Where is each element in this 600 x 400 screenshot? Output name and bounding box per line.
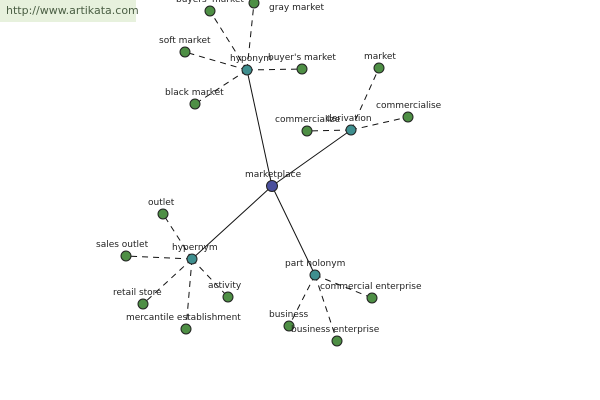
node-circle-mercantile-establishment[interactable]: [180, 323, 192, 335]
node-buyers-market[interactable]: buyers' market: [176, 0, 244, 17]
edge-hyponym-to-black-market: [194, 69, 248, 105]
edge-hypernym-to-outlet: [162, 213, 193, 260]
node-circle-retail-store[interactable]: [137, 298, 149, 310]
edge-marketplace-to-hyponym: [246, 69, 273, 187]
node-circle-market[interactable]: [373, 62, 385, 74]
edge-hyponym-to-gray-market: [246, 2, 255, 71]
node-label-mercantile-establishment: mercantile establishment: [126, 313, 241, 323]
edge-hyponym-to-buyer-s-market: [246, 68, 303, 71]
node-circle-commercialize[interactable]: [301, 125, 313, 137]
edge-derivation-to-commercialize: [306, 129, 352, 132]
watermark-link[interactable]: http://www.artikata.com: [0, 0, 139, 22]
node-soft-market[interactable]: soft market: [159, 36, 211, 58]
edge-layer: [125, 2, 409, 342]
edge-hypernym-to-mercantile-establishment: [185, 258, 193, 330]
node-circle-outlet[interactable]: [157, 208, 169, 220]
node-label-business: business: [269, 310, 309, 320]
node-label-part-holonym: part holonym: [285, 259, 345, 269]
node-label-hypernym: hypernym: [172, 243, 218, 253]
node-circle-hypernym[interactable]: [186, 253, 198, 265]
node-label-commercialise: commercialise: [376, 101, 442, 111]
node-circle-buyers-market[interactable]: [204, 5, 216, 17]
node-label-activity: activity: [208, 281, 242, 291]
node-circle-buyer-s-market[interactable]: [296, 63, 308, 75]
node-part-holonym[interactable]: part holonym: [285, 259, 345, 281]
node-circle-hyponym[interactable]: [241, 64, 253, 76]
node-label-buyers-market: buyers' market: [176, 0, 244, 5]
node-activity[interactable]: activity: [208, 281, 242, 303]
node-circle-soft-market[interactable]: [179, 46, 191, 58]
node-circle-marketplace[interactable]: [266, 180, 278, 192]
node-market[interactable]: market: [364, 52, 396, 74]
edge-part-holonym-to-business-enterprise: [314, 274, 338, 342]
node-sales-outlet[interactable]: sales outlet: [96, 240, 149, 262]
node-commercialise[interactable]: commercialise: [376, 101, 442, 123]
edge-marketplace-to-hypernym: [191, 185, 273, 260]
node-hypernym[interactable]: hypernym: [172, 243, 218, 265]
edge-derivation-to-commercialise: [350, 116, 409, 131]
node-gray-market[interactable]: gray market: [248, 0, 325, 13]
node-retail-store[interactable]: retail store: [113, 288, 162, 310]
node-circle-black-market[interactable]: [189, 98, 201, 110]
node-black-market[interactable]: black market: [165, 88, 224, 110]
node-label-soft-market: soft market: [159, 36, 211, 46]
edge-marketplace-to-part-holonym: [271, 185, 316, 276]
node-circle-part-holonym[interactable]: [309, 269, 321, 281]
node-label-business-enterprise: business enterprise: [291, 325, 380, 335]
node-circle-business[interactable]: [283, 320, 295, 332]
node-label-outlet: outlet: [148, 198, 175, 208]
node-circle-sales-outlet[interactable]: [120, 250, 132, 262]
node-circle-commercial-enterprise[interactable]: [366, 292, 378, 304]
node-label-market: market: [364, 52, 396, 62]
node-circle-gray-market[interactable]: [248, 0, 260, 9]
node-mercantile-establishment[interactable]: mercantile establishment: [126, 313, 241, 335]
node-derivation[interactable]: derivation: [326, 114, 372, 136]
edge-marketplace-to-derivation: [271, 129, 352, 187]
edge-hypernym-to-sales-outlet: [125, 255, 193, 260]
node-hyponym[interactable]: hyponym: [230, 54, 272, 76]
node-business[interactable]: business: [269, 310, 309, 332]
node-commercial-enterprise[interactable]: commercial enterprise: [320, 282, 422, 304]
node-label-hyponym: hyponym: [230, 54, 272, 64]
node-marketplace[interactable]: marketplace: [245, 170, 302, 192]
node-label-sales-outlet: sales outlet: [96, 240, 149, 250]
node-layer: marketplace hyponym derivation hypernym part…: [96, 0, 442, 347]
edge-derivation-to-market: [350, 67, 380, 131]
edge-hyponym-to-buyers-market: [209, 10, 248, 71]
node-outlet[interactable]: outlet: [148, 198, 175, 220]
edge-hypernym-to-retail-store: [142, 258, 193, 305]
node-circle-commercialise[interactable]: [402, 111, 414, 123]
node-label-buyer-s-market: buyer's market: [268, 53, 336, 63]
node-label-commercial-enterprise: commercial enterprise: [320, 282, 422, 292]
node-label-black-market: black market: [165, 88, 224, 98]
node-commercialize[interactable]: commercialize: [275, 115, 341, 137]
node-business-enterprise[interactable]: business enterprise: [291, 325, 380, 347]
node-label-commercialize: commercialize: [275, 115, 341, 125]
edge-part-holonym-to-business: [288, 274, 316, 327]
node-circle-business-enterprise[interactable]: [331, 335, 343, 347]
node-label-gray-market: gray market: [269, 3, 325, 13]
edge-hypernym-to-activity: [191, 258, 229, 298]
node-label-derivation: derivation: [326, 114, 372, 124]
node-buyer-s-market[interactable]: buyer's market: [268, 53, 336, 75]
node-label-marketplace: marketplace: [245, 170, 302, 180]
node-circle-activity[interactable]: [222, 291, 234, 303]
node-circle-derivation[interactable]: [345, 124, 357, 136]
node-label-retail-store: retail store: [113, 288, 162, 298]
